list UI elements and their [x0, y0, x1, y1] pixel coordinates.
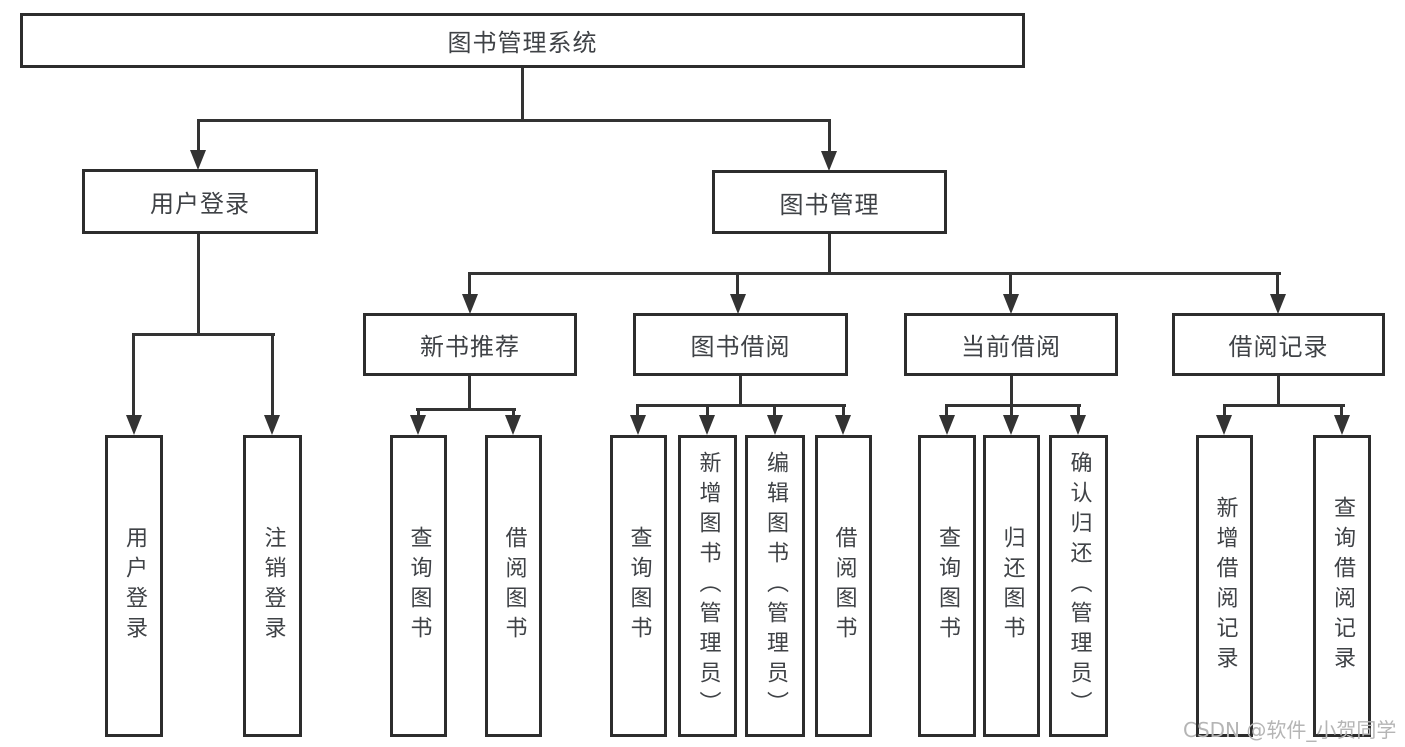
connector-line	[468, 272, 1281, 275]
node-label: 借阅图书	[831, 526, 857, 646]
leaf-query-books-current: 查询图书	[918, 435, 976, 737]
node-user-login: 用户登录	[82, 169, 318, 234]
arrow-down-icon	[1216, 415, 1232, 435]
connector-line	[1009, 272, 1012, 297]
node-label: 当前借阅	[961, 333, 1061, 361]
connector-line	[736, 272, 739, 297]
arrow-down-icon	[1003, 415, 1019, 435]
node-label: 图书管理	[779, 190, 880, 219]
node-library-management-system: 图书管理系统	[20, 13, 1025, 68]
leaf-user-login: 用户登录	[105, 435, 163, 737]
leaf-return-books: 归还图书	[983, 435, 1040, 737]
connector-line	[1277, 376, 1280, 407]
watermark: CSDN @软件_小贺同学	[1183, 718, 1397, 742]
arrow-down-icon	[1334, 415, 1350, 435]
connector-line	[417, 408, 420, 420]
connector-line	[197, 119, 200, 153]
connector-line	[512, 408, 515, 420]
arrow-down-icon	[730, 294, 746, 314]
connector-line	[636, 404, 846, 407]
connector-line	[1010, 376, 1013, 407]
leaf-borrow-books-borrow: 借阅图书	[815, 435, 872, 737]
connector-line	[1340, 404, 1343, 420]
connector-line	[468, 272, 471, 297]
connector-line	[1276, 272, 1279, 297]
node-label: 图书管理系统	[447, 29, 598, 57]
node-label: 图书借阅	[690, 333, 791, 361]
connector-line	[945, 404, 1081, 407]
connector-line	[197, 234, 200, 336]
connector-line	[1223, 404, 1345, 407]
connector-line	[271, 333, 274, 421]
leaf-query-borrow-record: 查询借阅记录	[1313, 435, 1371, 737]
node-label: 新增图书（管理员）	[695, 451, 721, 721]
arrow-down-icon	[1070, 415, 1086, 435]
node-label: 查询图书	[626, 526, 652, 646]
node-label: 借阅记录	[1228, 333, 1329, 361]
connector-line	[1010, 404, 1013, 420]
leaf-borrow-books-newbook: 借阅图书	[485, 435, 542, 737]
arrow-down-icon	[821, 151, 837, 171]
node-label: 用户登录	[150, 190, 250, 218]
arrow-down-icon	[462, 294, 478, 314]
node-label: 注销登录	[260, 526, 286, 646]
connector-line	[842, 404, 845, 420]
arrow-down-icon	[505, 415, 521, 435]
arrow-down-icon	[126, 415, 142, 435]
connector-line	[416, 408, 516, 411]
node-borrowing-records: 借阅记录	[1172, 313, 1385, 376]
connector-line	[945, 404, 948, 420]
leaf-confirm-return-admin: 确认归还（管理员）	[1049, 435, 1108, 737]
connector-line	[739, 376, 742, 407]
arrow-down-icon	[835, 415, 851, 435]
connector-line	[828, 119, 831, 153]
connector-line	[468, 376, 471, 411]
connector-line	[773, 404, 776, 420]
node-current-borrowing: 当前借阅	[904, 313, 1118, 376]
connector-line	[132, 333, 275, 336]
arrow-down-icon	[1270, 294, 1286, 314]
node-label: 用户登录	[122, 526, 147, 646]
node-label: 新书推荐	[420, 333, 520, 361]
node-label: 归还图书	[999, 526, 1025, 646]
leaf-add-books-admin: 新增图书（管理员）	[678, 435, 737, 737]
connector-line	[706, 404, 709, 420]
arrow-down-icon	[1003, 294, 1019, 314]
connector-line	[828, 234, 831, 275]
arrow-down-icon	[699, 415, 715, 435]
arrow-down-icon	[630, 415, 646, 435]
node-label: 借阅图书	[501, 526, 527, 646]
node-book-borrowing: 图书借阅	[633, 313, 848, 376]
node-label: 编辑图书（管理员）	[763, 451, 788, 721]
leaf-add-borrow-record: 新增借阅记录	[1196, 435, 1253, 737]
arrow-down-icon	[767, 415, 783, 435]
node-new-book-recommendation: 新书推荐	[363, 313, 577, 376]
node-book-management: 图书管理	[712, 170, 947, 234]
node-label: 查询图书	[935, 526, 960, 646]
connector-line	[521, 68, 524, 122]
leaf-edit-books-admin: 编辑图书（管理员）	[745, 435, 805, 737]
leaf-query-books-newbook: 查询图书	[390, 435, 447, 737]
node-label: 确认归还（管理员）	[1066, 451, 1092, 721]
leaf-logout: 注销登录	[243, 435, 302, 737]
connector-line	[1077, 404, 1080, 420]
arrow-down-icon	[190, 150, 206, 170]
node-label: 新增借阅记录	[1212, 496, 1238, 676]
connector-line	[197, 119, 831, 122]
node-label: 查询借阅记录	[1330, 496, 1355, 676]
connector-line	[1223, 404, 1226, 420]
arrow-down-icon	[264, 415, 280, 435]
node-label: 查询图书	[406, 526, 432, 646]
arrow-down-icon	[410, 415, 426, 435]
connector-line	[132, 333, 135, 421]
connector-line	[636, 404, 639, 420]
leaf-query-books-borrow: 查询图书	[610, 435, 667, 737]
arrow-down-icon	[939, 415, 955, 435]
